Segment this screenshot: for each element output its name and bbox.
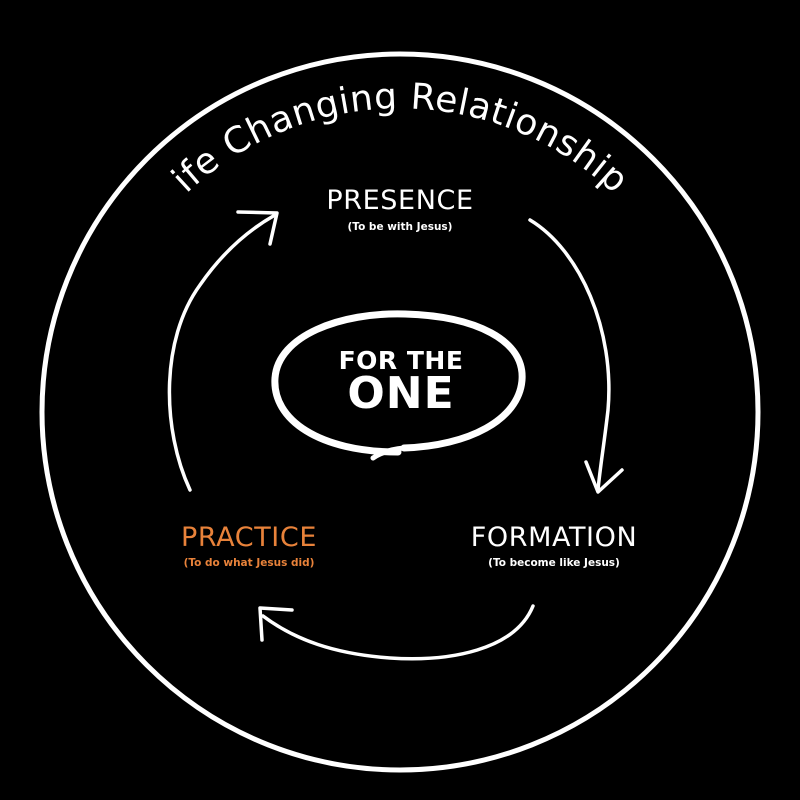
diagram-title: Life Changing Relationships bbox=[0, 0, 636, 201]
arrow-practice-to-presence bbox=[167, 210, 279, 492]
center-ellipse bbox=[271, 310, 526, 461]
node-presence-label: PRESENCE bbox=[326, 185, 473, 216]
node-formation-label: FORMATION bbox=[471, 522, 638, 553]
diagram-title-path: Life Changing Relationships bbox=[0, 0, 636, 201]
node-presence: PRESENCE (To be with Jesus) bbox=[326, 185, 473, 233]
arrow-formation-to-practice bbox=[258, 604, 535, 661]
center-line-1: FOR THE bbox=[339, 346, 464, 375]
node-presence-sublabel: (To be with Jesus) bbox=[348, 221, 453, 233]
node-practice-sublabel: (To do what Jesus did) bbox=[184, 557, 315, 569]
outer-ring bbox=[39, 51, 761, 773]
node-practice-label: PRACTICE bbox=[181, 522, 317, 553]
arrow-presence-to-formation bbox=[528, 218, 624, 494]
node-practice: PRACTICE (To do what Jesus did) bbox=[181, 522, 317, 569]
center-line-2: ONE bbox=[347, 368, 454, 419]
node-formation: FORMATION (To become like Jesus) bbox=[471, 522, 638, 569]
node-formation-sublabel: (To become like Jesus) bbox=[488, 557, 620, 569]
